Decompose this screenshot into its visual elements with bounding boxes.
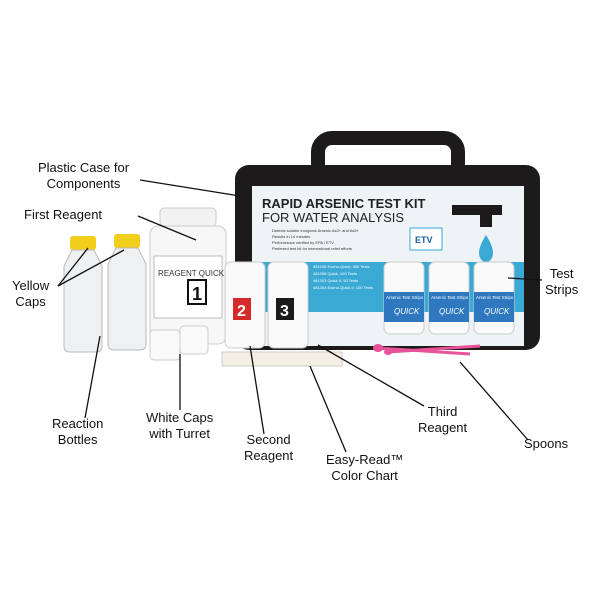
- third-reagent-number: 3: [280, 303, 289, 320]
- callout-line: Yellow: [12, 278, 50, 293]
- callout-white-caps: White Caps with Turret: [146, 410, 213, 442]
- case-option: 481304 Econo-Quick II, 100 Tests: [313, 285, 373, 290]
- callout-line: Plastic Case for: [38, 160, 130, 175]
- callout-line: Easy-Read™: [326, 452, 404, 467]
- callout-line: Bottles: [57, 432, 98, 447]
- case-bullet: Performance verified by EPA / ETV: [272, 240, 334, 245]
- callout-line: Reagent: [244, 448, 294, 463]
- leader-lines: [57, 179, 543, 453]
- callout-line: Color Chart: [331, 468, 398, 483]
- etv-badge: ETV: [415, 235, 433, 245]
- callout-line: Spoons: [524, 436, 569, 451]
- case-bullet: Detects soluble inorganic Arsenic As3+ a…: [272, 228, 360, 233]
- callout-third-reagent: Third Reagent: [418, 404, 467, 436]
- case-title-1: RAPID ARSENIC TEST KIT: [262, 196, 426, 211]
- callout-line: Test: [549, 266, 574, 281]
- first-reagent-number: 1: [192, 284, 202, 304]
- color-chart: [221, 351, 343, 367]
- white-caps: [149, 325, 209, 361]
- case-bullet: Preferred test kit for international rel…: [272, 246, 352, 251]
- callout-test-strips: Test Strips: [545, 266, 578, 298]
- first-reagent-bottle: REAGENT QUICK 1: [149, 207, 227, 345]
- strip-label: Arsenic Test Strips: [386, 295, 424, 300]
- callout-yellow-caps: Yellow Caps: [12, 278, 49, 310]
- callout-line: Components: [46, 176, 121, 191]
- case-option: 481303 Quick II, 50 Tests: [313, 278, 358, 283]
- callout-line: Reaction: [52, 416, 104, 431]
- case-bullet: Results in 14 minutes: [272, 234, 310, 239]
- callout-plastic-case: Plastic Case for Components: [38, 160, 129, 192]
- spoons: [373, 344, 481, 356]
- callout-line: Third: [427, 404, 458, 419]
- first-reagent-label: REAGENT QUICK: [158, 269, 225, 278]
- callout-line: with Turret: [149, 426, 210, 441]
- strip-label: Arsenic Test Strips: [431, 295, 469, 300]
- case-title-2: FOR WATER ANALYSIS: [262, 210, 404, 225]
- third-reagent-bottle: 3: [267, 261, 309, 349]
- second-reagent-bottle: 2: [224, 261, 266, 349]
- callout-reaction-bottles: Reaction Bottles: [52, 416, 103, 448]
- strip-brand: QUICK: [394, 307, 420, 316]
- callout-second-reagent: Second Reagent: [244, 432, 293, 464]
- callout-line: Caps: [15, 294, 46, 309]
- second-reagent-number: 2: [237, 303, 246, 320]
- water-drop-icon: [479, 235, 493, 263]
- callout-line: Strips: [545, 282, 579, 297]
- callout-line: First Reagent: [24, 207, 103, 222]
- case-option: 481396 Quick, 100 Tests: [313, 271, 357, 276]
- callout-line: White Caps: [146, 410, 214, 425]
- case-option: 481298 Econo-Quick, 300 Tests: [313, 264, 370, 269]
- callout-spoons: Spoons: [524, 436, 568, 452]
- callout-first-reagent: First Reagent: [24, 207, 102, 223]
- test-strip-bottles: Arsenic Test Strips Arsenic Test Strips …: [383, 261, 515, 335]
- strip-brand: QUICK: [439, 307, 465, 316]
- strip-brand: QUICK: [484, 307, 510, 316]
- callout-line: Reagent: [418, 420, 468, 435]
- callout-color-chart: Easy-Read™ Color Chart: [326, 452, 403, 484]
- faucet-icon: [452, 205, 502, 227]
- callout-line: Second: [246, 432, 291, 447]
- reaction-bottles: [63, 234, 147, 353]
- strip-label: Arsenic Test Strips: [476, 295, 514, 300]
